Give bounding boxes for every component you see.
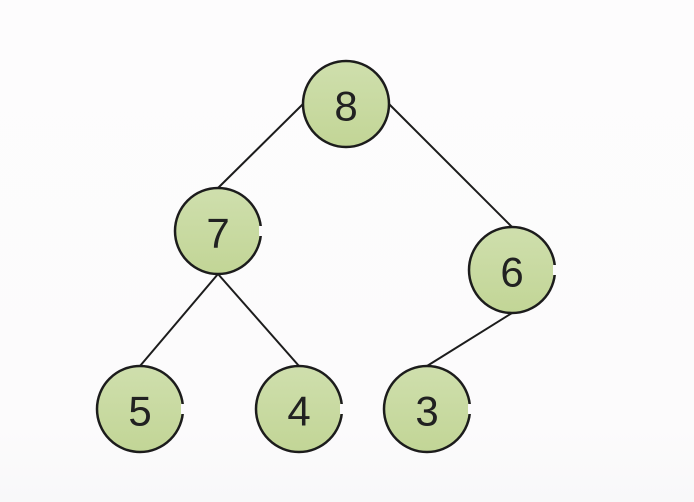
tree-node-label-5: 5: [128, 388, 151, 435]
tree-node-7: 7: [173, 186, 263, 276]
tree-node-8: 8: [301, 59, 391, 149]
tree-node-label-6: 6: [500, 249, 523, 296]
tree-edge-8-7: [217, 103, 304, 189]
tree-node-label-7: 7: [206, 210, 229, 257]
tree-edge-8-6: [388, 103, 513, 228]
tree-edge-7-5: [139, 273, 219, 367]
tree-node-3: 3: [382, 364, 472, 454]
tree-node-5: 5: [95, 364, 185, 454]
tree-node-label-3: 3: [415, 388, 438, 435]
tree-node-4: 4: [254, 364, 344, 454]
tree-node-label-8: 8: [334, 83, 357, 130]
tree-edge-7-4: [217, 273, 300, 367]
tree-edge-6-3: [426, 312, 513, 367]
tree-node-label-4: 4: [287, 388, 310, 435]
tree-node-circle-8: [301, 59, 391, 149]
tree-node-6: 6: [467, 225, 557, 315]
